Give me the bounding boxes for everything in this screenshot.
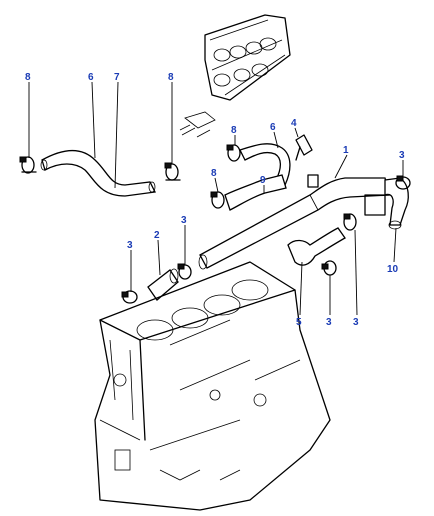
callout-8: 8 — [211, 168, 217, 179]
hose-clamp-3-center — [177, 263, 192, 280]
hose-5 — [287, 227, 346, 266]
callout-4: 4 — [291, 118, 297, 129]
callout-6: 6 — [88, 72, 94, 83]
callout-6: 6 — [270, 122, 276, 133]
cylinder-block — [94, 261, 331, 511]
cylinder-head — [179, 14, 291, 138]
hose-clamp-3-pipe — [343, 213, 357, 231]
hose-2 — [147, 268, 179, 301]
bolt-4 — [295, 134, 313, 161]
callout-2: 2 — [154, 230, 160, 241]
callout-10: 10 — [387, 264, 399, 275]
hose-6 — [40, 149, 156, 197]
callout-3: 3 — [181, 215, 187, 226]
hose-clamp-8-left — [19, 156, 37, 174]
callout-3: 3 — [127, 240, 133, 251]
hose-clamp-3-left — [121, 290, 138, 304]
hose-clamp-3-hose5 — [321, 260, 337, 276]
callout-3: 3 — [399, 150, 405, 161]
leader-lines — [28, 81, 404, 316]
hose-clamp-3-topright — [395, 175, 411, 190]
callout-8: 8 — [231, 125, 237, 136]
hose-clamp-8-mid — [226, 144, 241, 162]
callout-1: 1 — [343, 145, 349, 156]
hose-9 — [224, 174, 287, 211]
callout-8: 8 — [168, 72, 174, 83]
callout-3: 3 — [326, 317, 332, 328]
callout-9: 9 — [260, 175, 266, 186]
callout-7: 7 — [114, 72, 120, 83]
water-outlet-10 — [364, 177, 409, 230]
callout-3: 3 — [353, 317, 359, 328]
callout-8: 8 — [25, 72, 31, 83]
hose-clamp-8-lower — [210, 191, 225, 209]
callout-5: 5 — [296, 317, 302, 328]
callouts: 8 6 7 8 8 6 4 1 3 8 9 3 2 3 10 5 3 3 — [25, 72, 405, 328]
hose-clamp-8-right — [164, 162, 181, 181]
